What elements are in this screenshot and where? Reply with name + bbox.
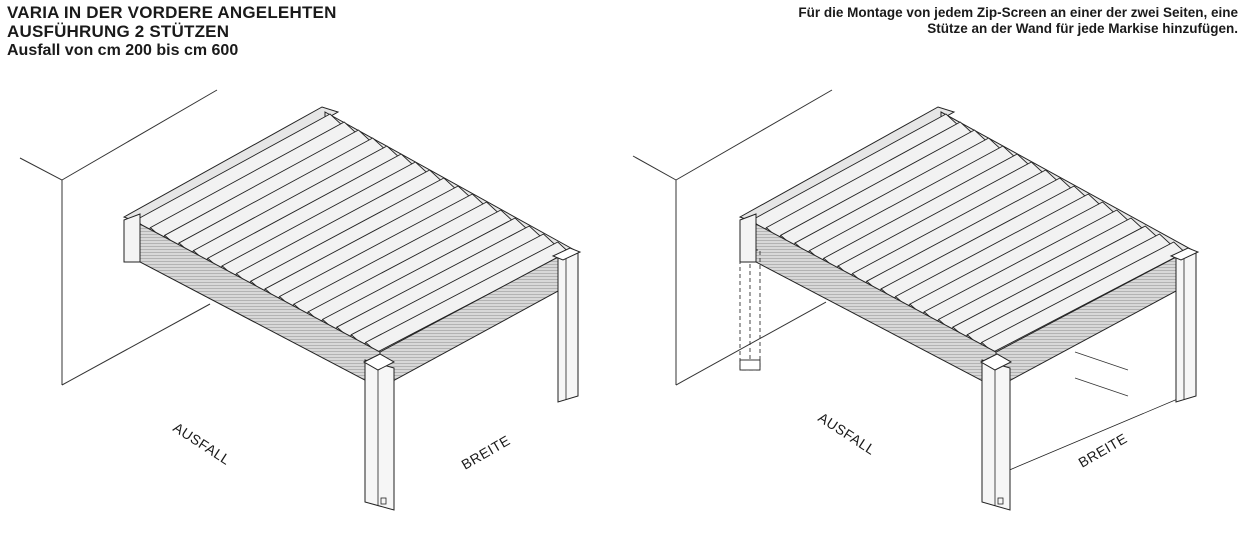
left-figure: AUSFALL BREITE — [19, 89, 582, 511]
mounting-note: Für die Montage von jedem Zip-Screen an … — [598, 5, 1238, 37]
mounting-note-line2: Stütze an der Wand für jede Markise hinz… — [927, 21, 1238, 36]
right-corner-cap-back — [739, 213, 757, 263]
page-title: VARIA IN DER VORDERE ANGELEHTEN — [7, 3, 337, 22]
right-dashed-wall-post — [739, 249, 761, 371]
right-post-front — [979, 353, 1013, 511]
left-post-right — [551, 247, 582, 403]
left-corner-cap-back — [123, 213, 141, 263]
page-subtitle: Ausfall von cm 200 bis cm 600 — [7, 42, 239, 59]
left-louvre-slats — [135, 113, 570, 359]
right-figure: AUSFALL BREITE — [632, 89, 1200, 511]
right-wall — [632, 89, 833, 386]
page-title-line2: AUSFÜHRUNG 2 STÜTZEN — [7, 22, 230, 41]
title-block: VARIA IN DER VORDERE ANGELEHTEN AUSFÜHRU… — [7, 3, 337, 60]
left-post-front — [362, 353, 396, 511]
right-post-right — [1169, 247, 1200, 403]
right-width-label: BREITE — [1076, 430, 1130, 471]
right-louvre-slats — [751, 113, 1186, 359]
mounting-note-line1: Für die Montage von jedem Zip-Screen an … — [798, 5, 1238, 20]
left-wall — [19, 89, 218, 386]
left-width-label: BREITE — [459, 432, 513, 473]
right-depth-label: AUSFALL — [815, 409, 878, 458]
right-wall-post-foot — [739, 359, 761, 371]
left-depth-label: AUSFALL — [170, 419, 233, 468]
